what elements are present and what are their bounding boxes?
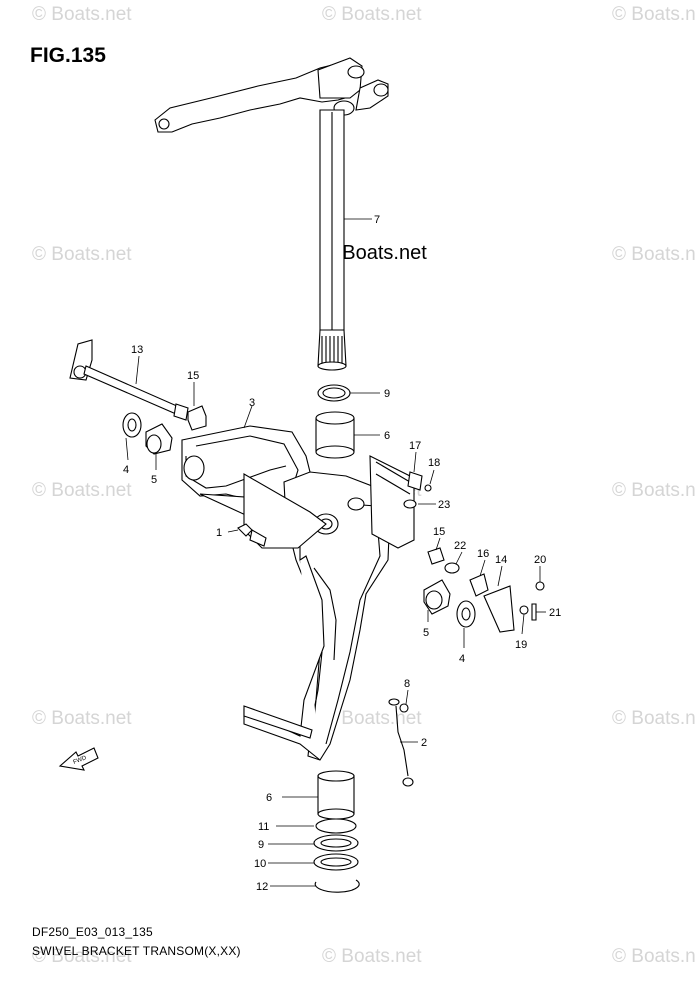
watermark: © Boats.net xyxy=(32,480,132,501)
clip-part xyxy=(403,499,417,509)
ground-wire-part xyxy=(395,705,409,777)
washer-part xyxy=(519,605,529,615)
nut-part xyxy=(535,581,545,591)
watermark: © Boats.net xyxy=(32,244,132,265)
bushing-part xyxy=(317,775,355,815)
callout-20: 20 xyxy=(534,554,546,566)
callout-19: 19 xyxy=(515,639,527,651)
watermark: © Boats.net xyxy=(612,4,696,25)
callout-18: 18 xyxy=(428,457,440,469)
fwd-label: FWD xyxy=(73,755,89,766)
leader-lines xyxy=(125,218,546,887)
bushing-part xyxy=(187,405,207,431)
watermark: © Boats.net xyxy=(612,480,696,501)
callout-17: 17 xyxy=(409,440,421,452)
callout-15b: 15 xyxy=(433,526,445,538)
callout-10: 10 xyxy=(254,858,266,870)
figure-caption: SWIVEL BRACKET TRANSOM(X,XX) xyxy=(32,944,241,958)
callout-labels: 7 13 15 9 3 6 17 18 4 5 23 1 15 22 16 14… xyxy=(123,214,561,893)
bolt-part xyxy=(237,523,253,537)
callout-3: 3 xyxy=(249,397,255,409)
stopper-part xyxy=(469,573,489,597)
stopper-bracket-part xyxy=(483,585,515,633)
ring-part xyxy=(315,818,357,834)
callout-9: 9 xyxy=(384,388,390,400)
callout-5: 5 xyxy=(151,474,157,486)
callout-13: 13 xyxy=(131,344,143,356)
wire-terminal-part xyxy=(388,698,400,706)
bushing-part xyxy=(427,547,445,565)
callout-1: 1 xyxy=(216,527,222,539)
snap-ring-part xyxy=(314,879,360,893)
screw-part xyxy=(424,484,432,492)
figure-title: FIG.135 xyxy=(30,44,106,67)
watermark: © Boats.net xyxy=(32,946,132,967)
watermark: © Boats.net xyxy=(32,4,132,25)
callout-21: 21 xyxy=(549,607,561,619)
bolt-part xyxy=(399,703,409,713)
callout-5b: 5 xyxy=(423,627,429,639)
tilt-rod-part xyxy=(69,339,189,421)
callout-8: 8 xyxy=(404,678,410,690)
callout-14: 14 xyxy=(495,554,507,566)
watermark: © Boats.net xyxy=(612,708,696,729)
watermark: © Boats.net xyxy=(322,4,422,25)
callout-12: 12 xyxy=(256,881,268,893)
pilot-shaft-part xyxy=(154,57,389,371)
pin-part xyxy=(531,603,537,621)
callout-15: 15 xyxy=(187,370,199,382)
callout-11: 11 xyxy=(258,821,269,833)
callout-4b: 4 xyxy=(459,653,465,665)
callout-2: 2 xyxy=(421,737,427,749)
callout-23: 23 xyxy=(438,499,450,511)
plate-part xyxy=(407,471,423,491)
callout-4: 4 xyxy=(123,464,129,476)
callout-9b: 9 xyxy=(258,839,264,851)
callout-6: 6 xyxy=(384,430,390,442)
callout-6b: 6 xyxy=(266,792,272,804)
watermark: © Boats.net xyxy=(612,244,696,265)
fwd-arrow-icon: FWD xyxy=(58,747,99,771)
watermark: © Boats.net xyxy=(32,708,132,729)
watermark: © Boats.net xyxy=(322,946,422,967)
callout-7: 7 xyxy=(374,214,380,226)
callout-16: 16 xyxy=(477,548,489,560)
figure-code: DF250_E03_013_135 xyxy=(32,925,153,939)
ring-part xyxy=(444,562,460,574)
callout-22: 22 xyxy=(454,540,466,552)
watermark-center: © Boats.net xyxy=(322,242,427,264)
swivel-bracket-part xyxy=(181,425,415,761)
watermark: © Boats.net xyxy=(612,946,696,967)
